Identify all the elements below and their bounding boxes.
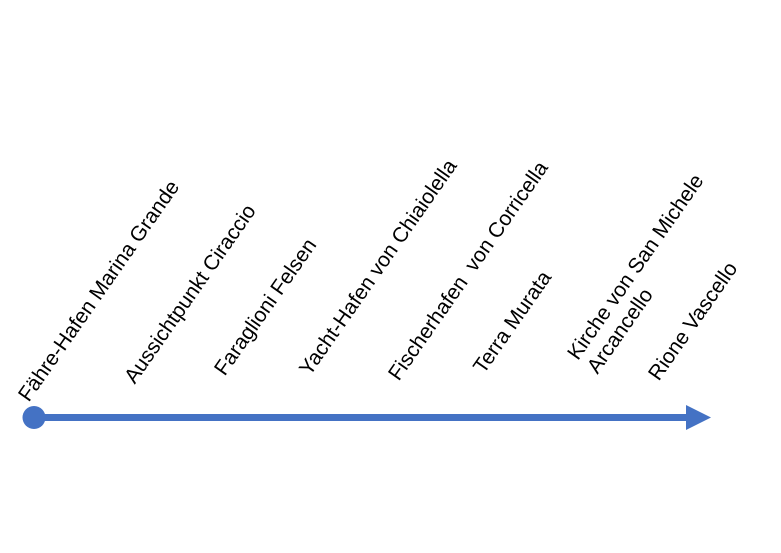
timeline-arrowhead-icon: [686, 405, 711, 430]
